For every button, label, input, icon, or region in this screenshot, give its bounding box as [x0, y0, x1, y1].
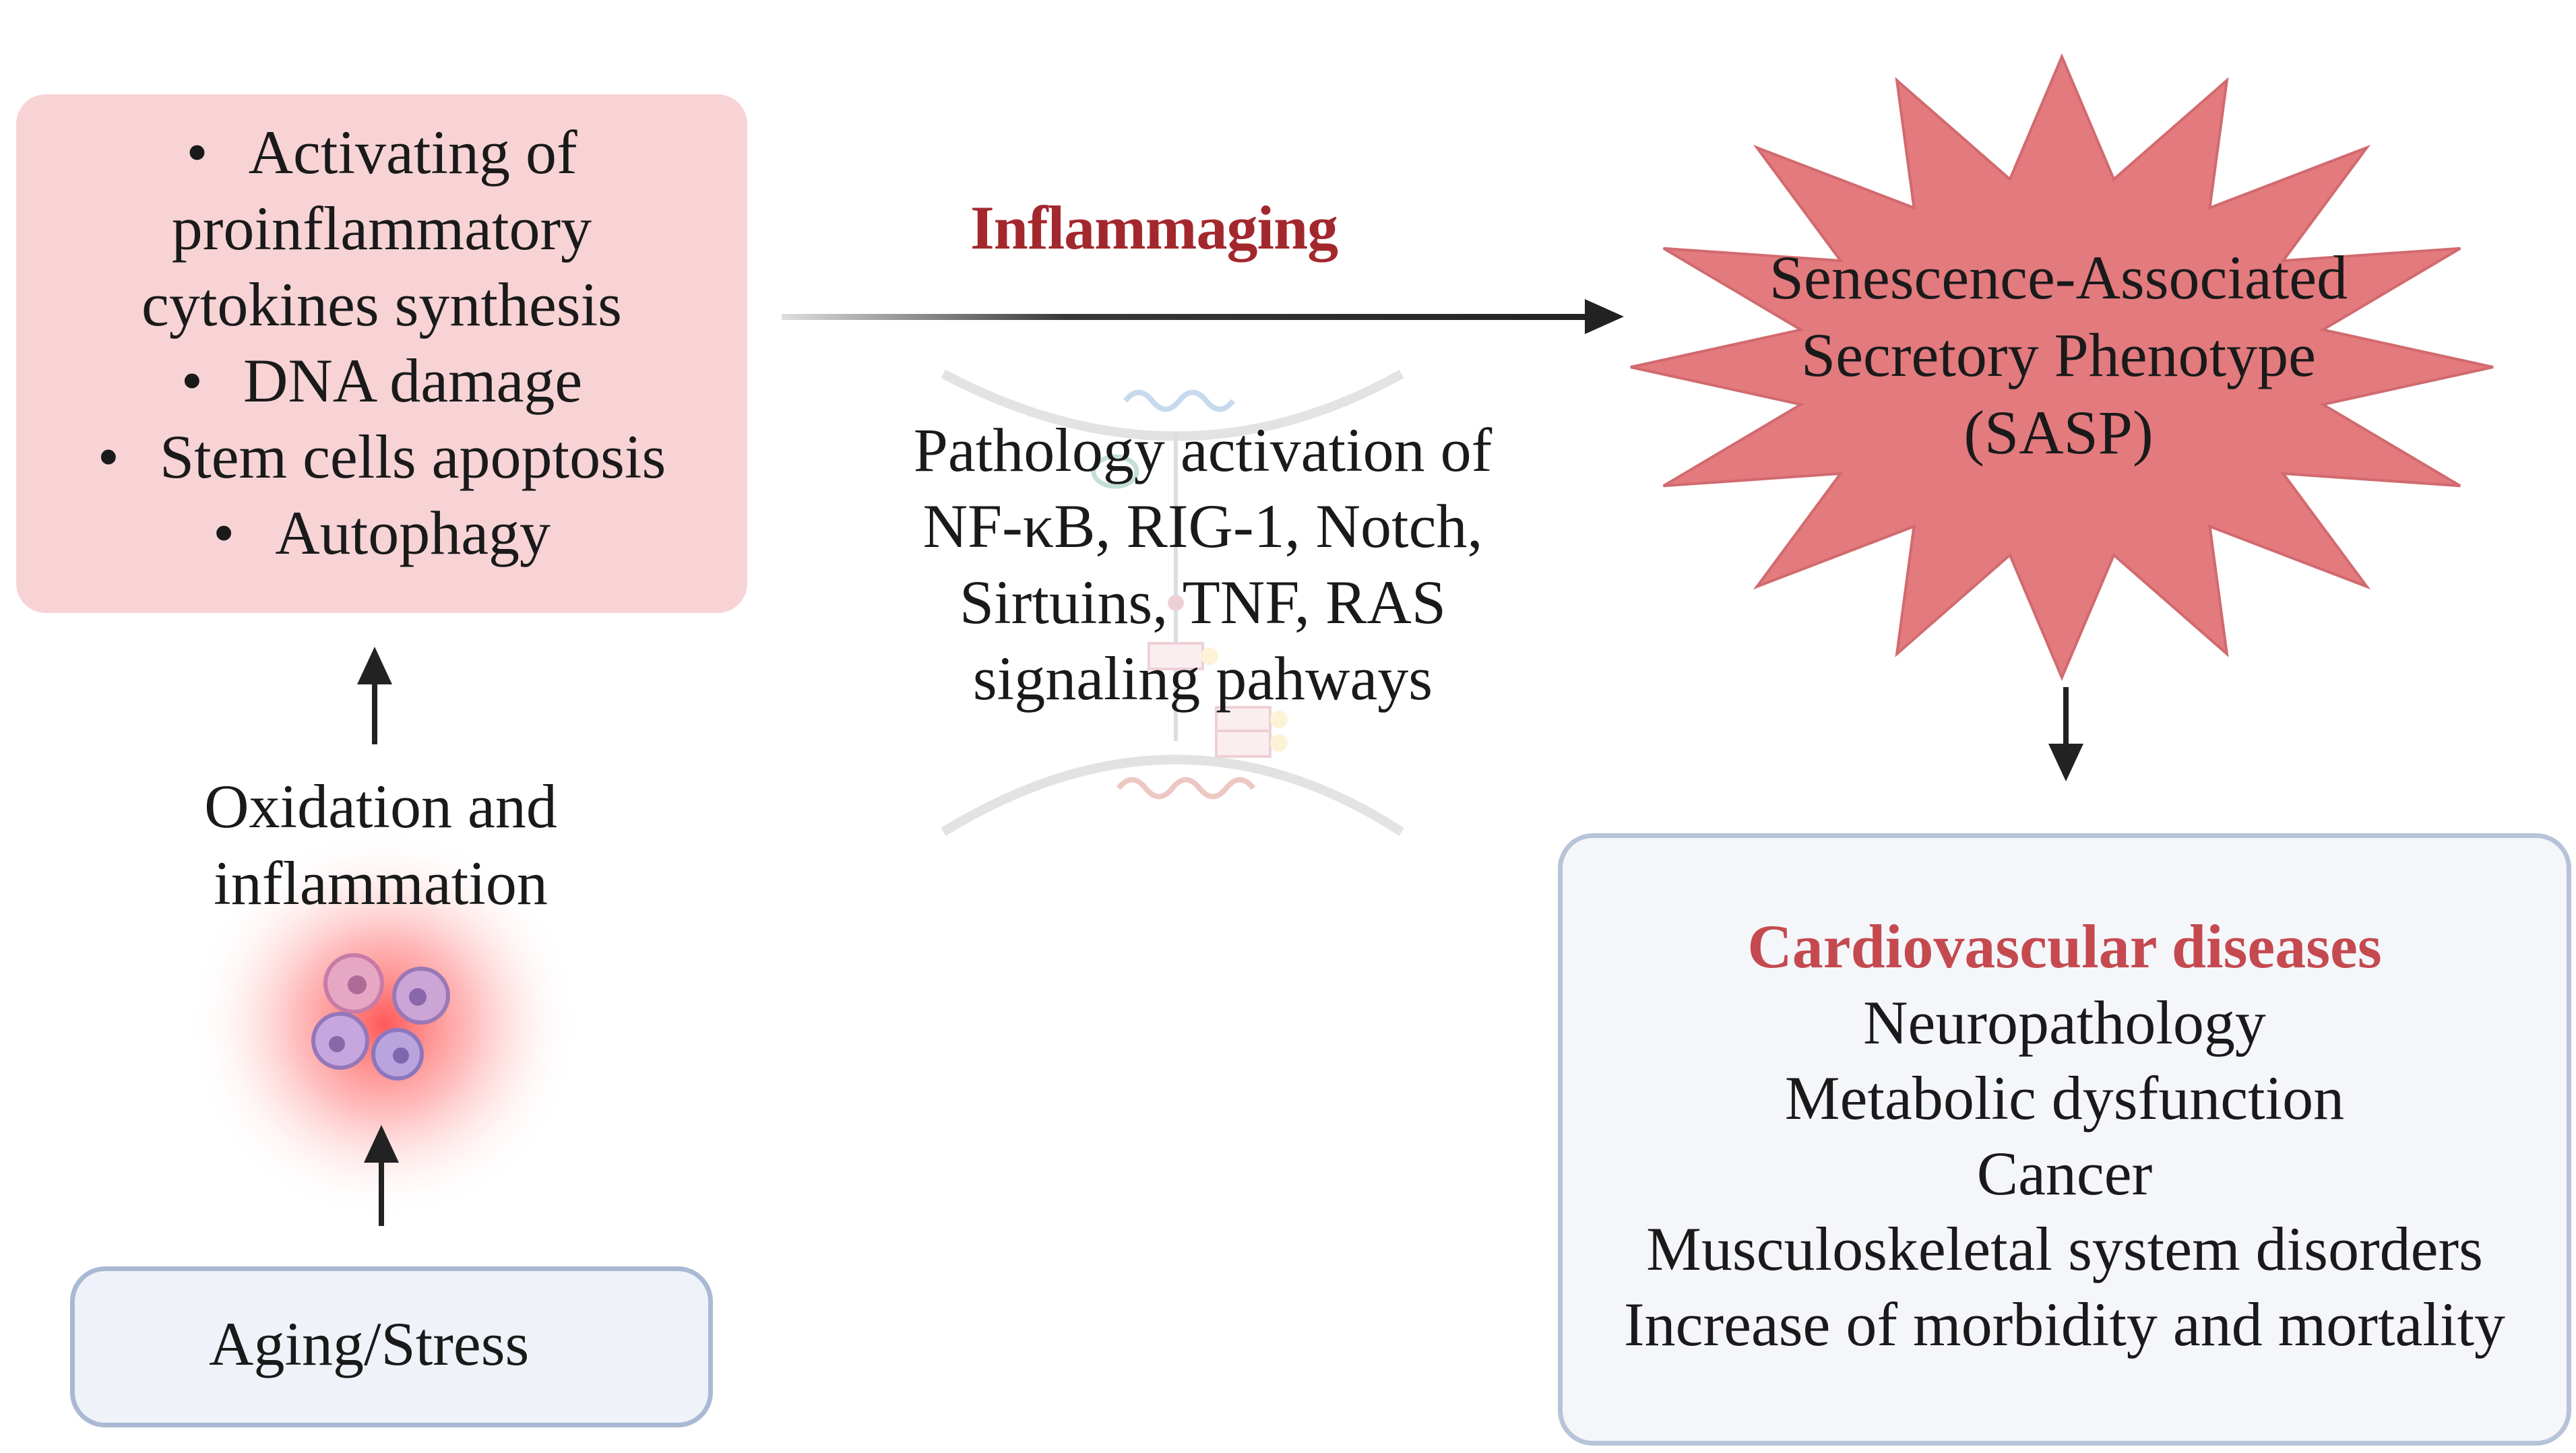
sasp-line-2: Secretory Phenotype [1801, 321, 2316, 389]
pathway-line-2: NF-κB, RIG-1, Notch, [922, 492, 1483, 560]
bullet: • [97, 422, 119, 491]
list-item: proinflammatory [16, 191, 747, 267]
outcome-metabolic-dysfunction: Metabolic dysfunction [1784, 1064, 2345, 1132]
pathway-activation-text: Pathology activation of NF-κB, RIG-1, No… [836, 412, 1570, 717]
outcome-morbidity-mortality: Increase of morbidity and mortality [1623, 1290, 2506, 1359]
cell-signaling-illustration [941, 369, 1404, 836]
oxidation-inflammation-label: Oxidation and inflammation [101, 768, 660, 922]
sasp-starburst [1630, 53, 2494, 681]
outcome-musculoskeletal: Musculoskeletal system disorders [1646, 1215, 2483, 1283]
aging-stress-box [70, 1266, 713, 1427]
list-item: • Autophagy [16, 495, 747, 571]
sasp-line-3: (SASP) [1964, 398, 2154, 467]
outcome-neuropathology: Neuropathology [1863, 988, 2266, 1057]
oxidation-line-2: inflammation [214, 849, 548, 917]
aging-stress-label: Aging/Stress [209, 1310, 530, 1378]
sasp-label: Senescence-Associated Secretory Phenotyp… [1671, 239, 2446, 472]
list-item: • Stem cells apoptosis [16, 419, 747, 495]
sasp-line-1: Senescence-Associated [1769, 243, 2348, 312]
effects-list: • Activating of proinflammatory cytokines… [16, 115, 747, 571]
bullet: • [181, 346, 203, 415]
inflammation-cells-illustration [189, 829, 579, 1219]
arrow-down-to-outcomes [2048, 687, 2083, 781]
outcome-cancer: Cancer [1976, 1139, 2153, 1208]
pathway-line-1: Pathology activation of [913, 416, 1493, 484]
effect-activating-of: Activating of [248, 118, 577, 187]
bullet: • [186, 118, 208, 187]
arrow-up-from-aging [364, 1125, 399, 1226]
inflammaging-arrow [782, 299, 1624, 334]
effect-dna-damage: DNA damage [243, 346, 583, 415]
inflammaging-label: Inflammaging [970, 193, 1338, 262]
pathway-line-3: Sirtuins, TNF, RAS [959, 568, 1447, 637]
outcomes-box [1558, 833, 2571, 1446]
list-item: cytokines synthesis [16, 267, 747, 343]
pathway-line-4: signaling pahways [972, 644, 1433, 713]
effect-stem-cells-apoptosis: Stem cells apoptosis [159, 422, 666, 491]
bullet: • [212, 498, 235, 567]
oxidation-line-1: Oxidation and [204, 772, 557, 841]
effect-proinflammatory: proinflammatory [171, 194, 592, 263]
outcome-title: Cardiovascular diseases [1747, 912, 2382, 981]
outcome-list: Neuropathology Metabolic dysfunction Can… [1558, 985, 2571, 1362]
list-item: • Activating of [16, 115, 747, 191]
effects-box [16, 94, 747, 613]
arrow-up-to-effects [357, 647, 392, 744]
effect-cytokines-synthesis: cytokines synthesis [142, 270, 622, 339]
effect-autophagy: Autophagy [275, 498, 551, 567]
list-item: • DNA damage [16, 343, 747, 419]
